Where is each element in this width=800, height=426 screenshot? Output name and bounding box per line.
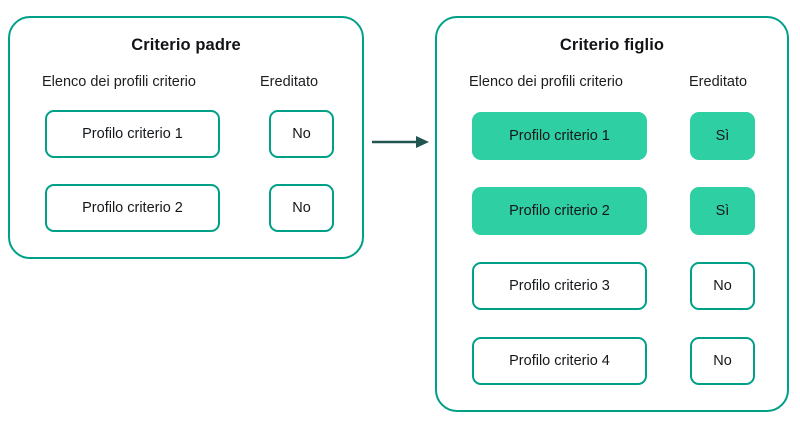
child-column-header-inherited: Ereditato (689, 74, 748, 90)
child-profile-chip-2[interactable]: Profilo criterio 2 (472, 187, 647, 235)
parent-column-header-profiles: Elenco dei profili criterio (42, 74, 196, 90)
child-inherited-chip-2[interactable]: Sì (690, 187, 755, 235)
child-profile-chip-1[interactable]: Profilo criterio 1 (472, 112, 647, 160)
parent-panel-title: Criterio padre (131, 36, 241, 54)
child-profile-chip-3[interactable]: Profilo criterio 3 (472, 262, 647, 310)
arrow-right-icon (372, 132, 430, 152)
child-profile-chip-4[interactable]: Profilo criterio 4 (472, 337, 647, 385)
child-inherited-chip-3[interactable]: No (690, 262, 755, 310)
child-panel-title: Criterio figlio (559, 36, 665, 54)
child-inherited-chip-1[interactable]: Sì (690, 112, 755, 160)
parent-inherited-chip-2[interactable]: No (269, 184, 334, 232)
parent-column-header-inherited: Ereditato (260, 74, 319, 90)
parent-inherited-chip-1[interactable]: No (269, 110, 334, 158)
child-inherited-chip-4[interactable]: No (690, 337, 755, 385)
child-column-header-profiles: Elenco dei profili criterio (469, 74, 623, 90)
parent-policy-panel: Criterio padre Elenco dei profili criter… (8, 16, 364, 259)
parent-column-headers: Elenco dei profili criterio Ereditato (10, 74, 362, 94)
child-policy-panel: Criterio figlio Elenco dei profili crite… (435, 16, 789, 412)
parent-profile-chip-1[interactable]: Profilo criterio 1 (45, 110, 220, 158)
child-column-headers: Elenco dei profili criterio Ereditato (437, 74, 787, 94)
parent-profile-chip-2[interactable]: Profilo criterio 2 (45, 184, 220, 232)
